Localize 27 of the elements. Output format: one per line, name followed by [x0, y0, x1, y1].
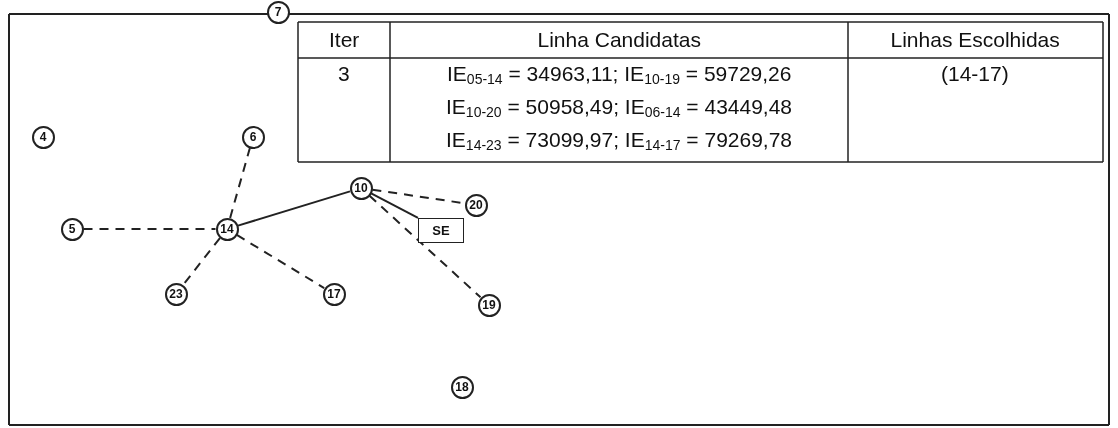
bus-node-circle: 23: [164, 282, 188, 306]
bus-node-circle: 19: [477, 293, 501, 317]
table-text: 3: [338, 62, 350, 86]
bus-node-circle: 14: [215, 217, 239, 241]
bus-node-circle: 10: [349, 176, 373, 200]
bus-node-circle: 18: [450, 375, 474, 399]
substation-box: SE: [418, 217, 464, 243]
candidate-line: [82, 228, 217, 230]
line: [237, 190, 351, 227]
column-header: Iter: [329, 28, 360, 52]
bus-node-circle: 17: [322, 282, 346, 306]
column-header: Linhas Escolhidas: [890, 28, 1060, 52]
table-text: IE$_{14-23}$ = 73099,97; IE$_{14-17}$ = 79269,78: [446, 128, 793, 152]
candidate-line: [229, 147, 251, 219]
table-text: IE$_{05-14}$ = 34963,11; IE$_{10-19}$ = 59729,26: [447, 62, 792, 86]
candidate-line: [182, 237, 221, 286]
candidate-line: [368, 194, 482, 299]
bus-node-circle: 5: [60, 217, 84, 241]
bus-node-circle: 6: [241, 125, 265, 149]
column-header: Linha Candidatas: [537, 28, 701, 52]
bus-node-circle: 20: [464, 193, 488, 217]
table-text: IE$_{10-20}$ = 50958,49; IE$_{06-14}$ = 43449,48: [446, 95, 793, 119]
table-text: (14-17): [941, 62, 1009, 86]
candidate-line: [235, 233, 326, 290]
bus-node-circle: 7: [266, 0, 290, 24]
line: [370, 192, 419, 219]
bus-node-circle: 4: [31, 125, 55, 149]
